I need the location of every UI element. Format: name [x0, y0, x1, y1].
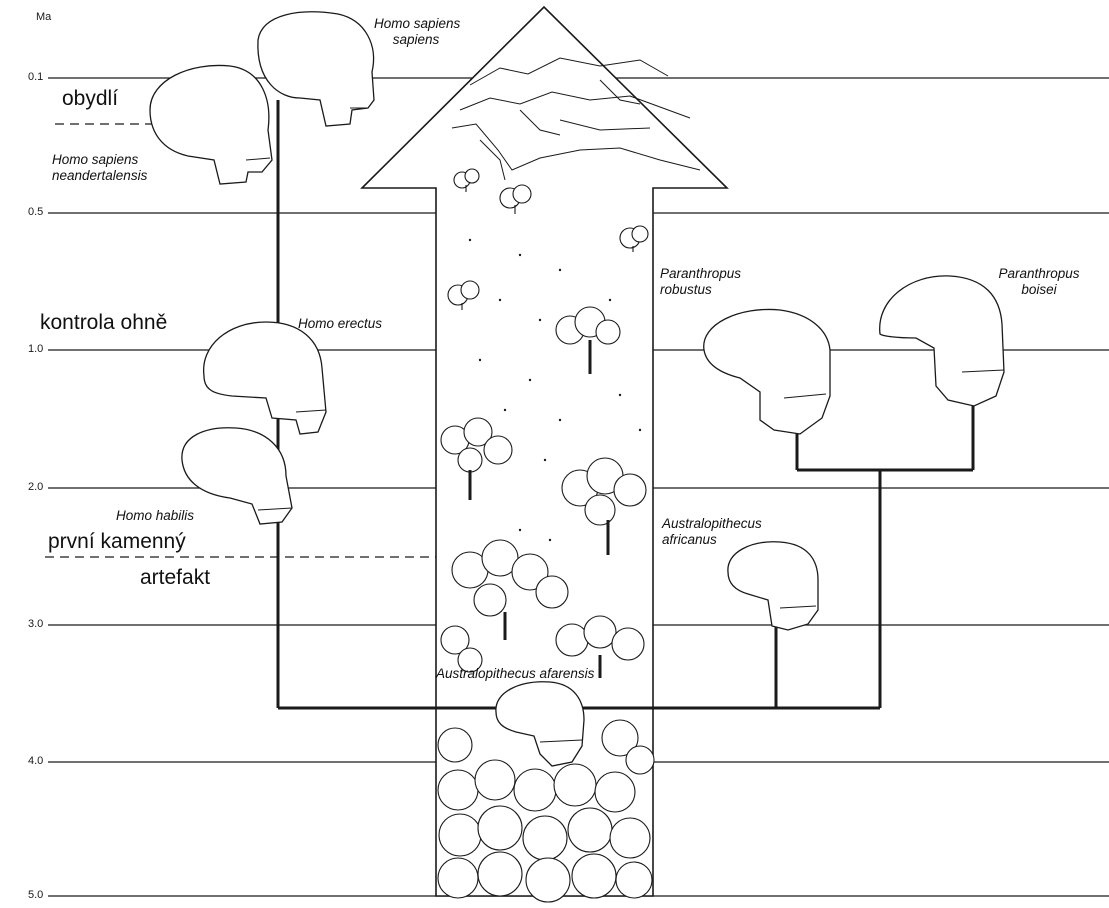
event-stone-tool-line2: artefakt	[140, 567, 210, 588]
species-h-sapiens-sapiens: Homo sapiens sapiens	[374, 16, 458, 49]
tick-label-1.0: 1.0	[28, 344, 43, 355]
skull-australopithecus-africanus	[728, 542, 818, 630]
environment-arrow	[362, 7, 727, 902]
event-dwelling: obydlí	[62, 88, 118, 109]
skull-homo-sapiens-sapiens	[258, 12, 374, 126]
axis-unit-label: Ma	[36, 12, 51, 23]
species-a-africanus: Australopithecus africanus	[662, 516, 762, 549]
species-p-boisei: Paranthropus boisei	[984, 266, 1094, 299]
species-name-line: boisei	[1021, 282, 1056, 297]
species-name-line: neandertalensis	[52, 168, 147, 183]
skull-homo-habilis	[182, 428, 292, 524]
species-h-habilis: Homo habilis	[116, 508, 194, 524]
tick-label-4.0: 4.0	[28, 756, 43, 767]
species-name-line: Australopithecus	[662, 516, 762, 531]
species-p-robustus: Paranthropus robustus	[660, 266, 741, 299]
species-name-line: Homo sapiens	[374, 16, 460, 31]
tick-label-0.5: 0.5	[28, 207, 43, 218]
species-h-sapiens-neandertalensis: Homo sapiens neandertalensis	[52, 152, 147, 185]
skull-paranthropus-robustus	[704, 309, 830, 434]
skull-homo-erectus	[204, 322, 326, 434]
species-name-line: africanus	[662, 532, 717, 547]
tick-label-0.1: 0.1	[28, 72, 43, 83]
event-fire-control: kontrola ohně	[40, 312, 167, 333]
species-name-line: sapiens	[393, 32, 440, 47]
tick-label-2.0: 2.0	[28, 482, 43, 493]
species-h-erectus: Homo erectus	[298, 316, 382, 332]
skull-homo-sapiens-neandertalensis	[150, 65, 272, 184]
species-name-line: robustus	[660, 282, 712, 297]
species-name-line: Paranthropus	[660, 266, 741, 281]
tick-label-3.0: 3.0	[28, 619, 43, 630]
tick-label-5.0: 5.0	[28, 890, 43, 901]
event-stone-tool-line1: první kamenný	[48, 531, 186, 552]
arrow-outline	[362, 7, 727, 896]
species-name-line: Paranthropus	[998, 266, 1079, 281]
species-name-line: Homo sapiens	[52, 152, 138, 167]
species-a-afarensis: Australopithecus afarensis	[436, 666, 594, 682]
